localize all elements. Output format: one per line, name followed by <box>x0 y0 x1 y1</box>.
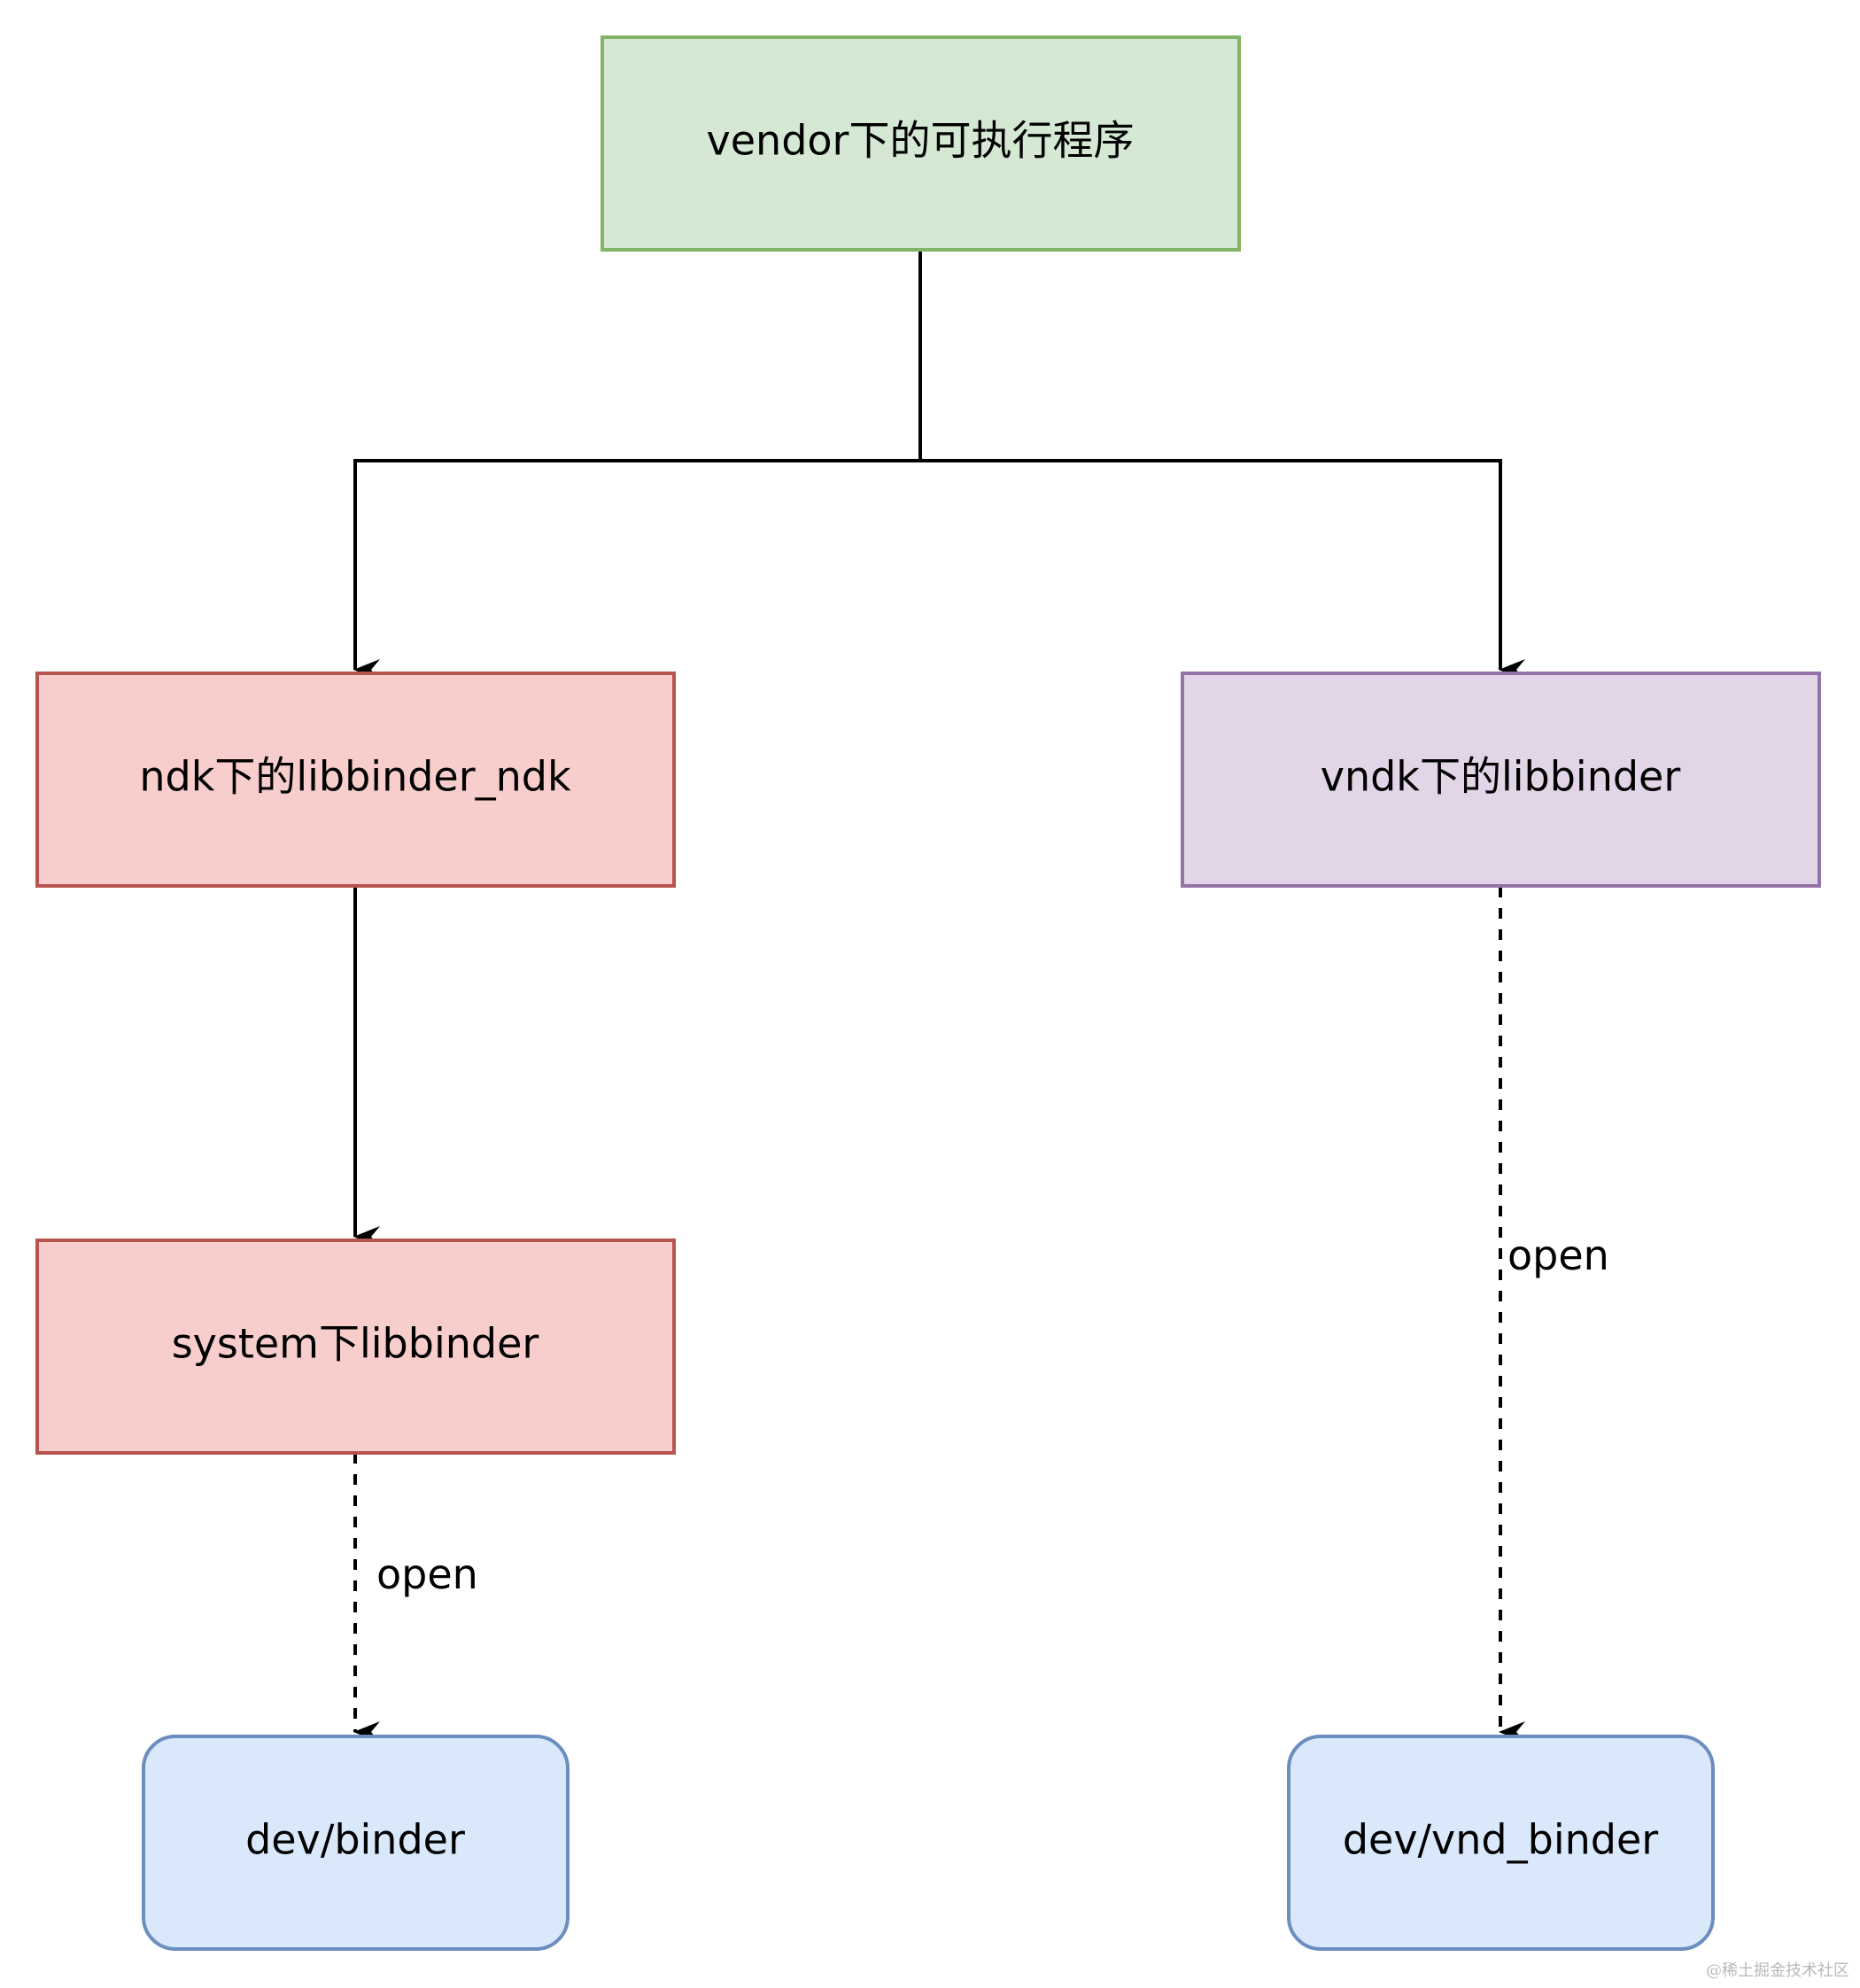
node-ndk-libbinder-ndk-label: ndk下的libbinder_ndk <box>139 753 571 801</box>
node-ndk-libbinder-ndk[interactable]: ndk下的libbinder_ndk <box>35 672 676 888</box>
node-dev-binder[interactable]: dev/binder <box>142 1735 570 1951</box>
node-vndk-libbinder-box <box>1181 672 1821 888</box>
node-dev-binder-box <box>142 1735 570 1951</box>
node-system-libbinder-label: system下libbinder <box>172 1320 539 1368</box>
node-vendor-executable[interactable]: vendor下的可执行程序 <box>601 35 1241 252</box>
node-dev-vnd-binder[interactable]: dev/vnd_binder <box>1287 1735 1715 1951</box>
node-dev-vnd-binder-box <box>1287 1735 1715 1951</box>
edges <box>353 251 1525 1743</box>
node-vndk-libbinder[interactable]: vndk下的libbinder <box>1181 672 1821 888</box>
node-dev-binder-label: dev/binder <box>245 1816 465 1864</box>
node-system-libbinder[interactable]: system下libbinder <box>35 1239 676 1455</box>
edge-label-open-right: open <box>1507 1231 1609 1279</box>
node-dev-vnd-binder-label: dev/vnd_binder <box>1343 1816 1658 1864</box>
watermark-text: @稀土掘金技术社区 <box>1706 1961 1849 1980</box>
node-system-libbinder-box <box>35 1239 676 1455</box>
edge-vendor-to-ndk <box>353 459 920 680</box>
node-vndk-libbinder-label: vndk下的libbinder <box>1321 753 1681 801</box>
node-vendor-executable-box <box>601 35 1241 252</box>
edge-vendor-to-vndk <box>920 459 1525 680</box>
node-vendor-executable-label: vendor下的可执行程序 <box>707 117 1135 165</box>
edge-label-open-left: open <box>376 1550 478 1598</box>
node-ndk-libbinder-ndk-box <box>35 672 676 888</box>
